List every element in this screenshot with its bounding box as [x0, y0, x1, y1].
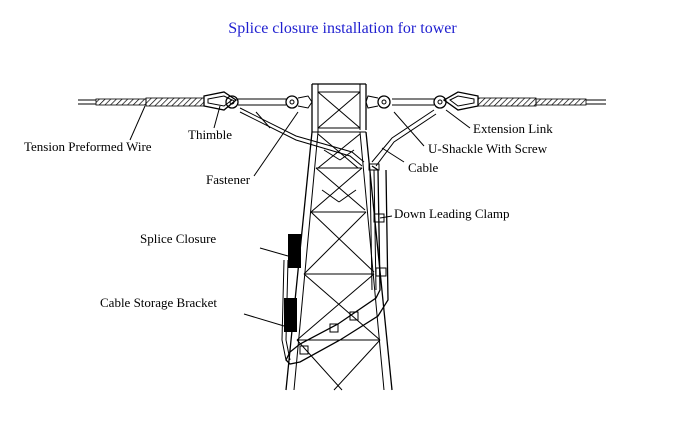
down-leading-clamps — [299, 163, 387, 355]
left-u-shackle — [285, 95, 313, 109]
right-extension-link — [392, 95, 447, 109]
label-tension-preformed-wire: Tension Preformed Wire — [24, 139, 152, 154]
label-cable-storage-bracket: Cable Storage Bracket — [100, 295, 217, 310]
label-extension-link: Extension Link — [473, 121, 553, 136]
cable-storage-bracket-box — [284, 298, 297, 332]
label-u-shackle-with-screw: U-Shackle With Screw — [428, 141, 548, 156]
right-tension-wire — [477, 97, 606, 107]
label-thimble: Thimble — [188, 127, 233, 142]
right-down-cable — [371, 109, 437, 167]
down-lead-cable — [281, 165, 389, 365]
label-fastener: Fastener — [206, 172, 251, 187]
label-cable: Cable — [408, 160, 439, 175]
leader-lines — [129, 105, 471, 327]
diagram-title: Splice closure installation for tower — [228, 20, 457, 37]
tower-structure — [285, 83, 393, 391]
right-u-shackle — [365, 95, 391, 109]
left-down-cable — [239, 107, 365, 167]
left-thimble — [203, 91, 238, 111]
label-splice-closure: Splice Closure — [140, 231, 217, 246]
left-tension-wire — [78, 97, 205, 107]
label-down-leading-clamp: Down Leading Clamp — [394, 206, 510, 221]
right-thimble — [442, 91, 479, 111]
left-extension-link — [225, 95, 286, 109]
splice-closure-box — [288, 234, 301, 268]
